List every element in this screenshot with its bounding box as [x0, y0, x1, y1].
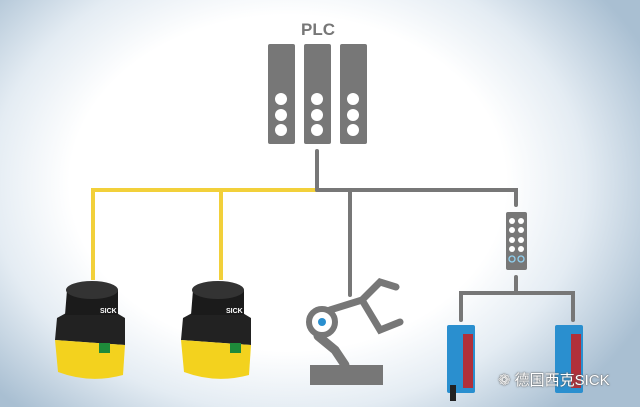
photoelectric-sensor-icon-2 — [555, 325, 583, 393]
photoelectric-sensor-icon-1 — [447, 325, 475, 401]
watermark-text: 德国西克SICK — [514, 372, 610, 389]
plc-icon — [268, 44, 367, 144]
svg-text:SICK: SICK — [226, 308, 243, 315]
scanner-icon-2: SICK — [181, 281, 251, 379]
safety-bus-lines — [91, 188, 317, 280]
standard-bus-lines — [315, 149, 575, 322]
watermark: ❁ 德国西克SICK — [498, 369, 610, 390]
robot-arm-icon — [306, 278, 404, 385]
svg-text:SICK: SICK — [100, 308, 117, 315]
scanner-icon-1: SICK — [55, 281, 125, 379]
io-module-icon — [506, 212, 527, 270]
wechat-icon: ❁ — [498, 371, 511, 389]
plc-label: PLC — [301, 20, 335, 39]
